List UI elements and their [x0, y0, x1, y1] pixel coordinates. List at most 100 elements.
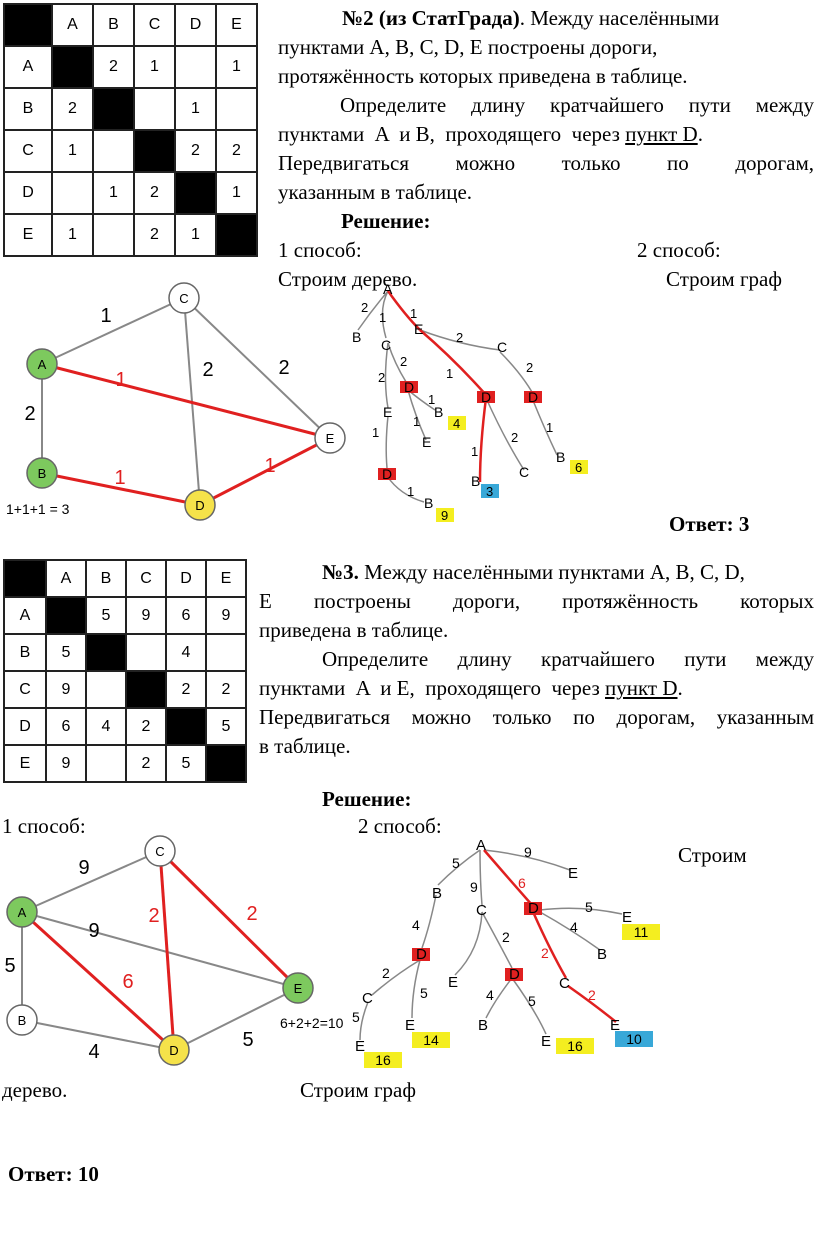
edge-label: 6 [122, 971, 133, 993]
tree-node: B [424, 495, 433, 511]
tree-node: E [568, 865, 578, 882]
tree-node: E [448, 974, 458, 991]
diagonal-cell [85, 633, 127, 672]
p3-question-line: в таблице. [259, 734, 351, 758]
p2-question-line: пунктами A и B, проходящего через пункт … [278, 122, 703, 146]
table-cell [85, 670, 127, 709]
table-cell [205, 633, 247, 672]
edge-label: 1 [115, 369, 126, 391]
table-cell: 9 [125, 596, 167, 635]
graph-node-b [26, 457, 58, 489]
tree-edge [411, 959, 421, 1019]
table-corner [3, 3, 53, 47]
tree-edge [539, 911, 601, 951]
p3-text-line: E построены дороги, протяжённость которы… [259, 589, 814, 613]
tree-weight: 1 [413, 414, 420, 429]
tree-node: D [509, 966, 520, 983]
edge-label: 9 [78, 857, 89, 879]
tree-edge [499, 351, 533, 393]
tree-total: 11 [634, 924, 649, 940]
tree-edge [531, 397, 558, 456]
column-header: D [174, 3, 217, 47]
p2-answer: Ответ: 3 [669, 512, 750, 536]
tree-weight: 2 [511, 430, 518, 445]
column-header: E [215, 3, 258, 47]
p3-way1: 1 способ: [2, 814, 86, 838]
tree-weight: 2 [588, 987, 596, 1003]
tree-weight: 1 [428, 392, 435, 407]
tree-node: C [381, 337, 391, 353]
tree-node: B [597, 946, 607, 963]
tree-weight: 1 [407, 484, 414, 499]
node-label: A [18, 905, 27, 920]
edge-a-c [41, 297, 185, 365]
row-header: C [3, 670, 47, 709]
p2-text-line: пунктами A, B, C, D, E построены дороги, [278, 35, 658, 59]
total-box [481, 484, 499, 498]
edge-label: 9 [88, 920, 99, 942]
tree-edge [385, 415, 389, 469]
tree-d-box [524, 391, 542, 403]
tree-edge [384, 342, 389, 409]
edge-b-d [21, 1019, 175, 1051]
graph-node-a [6, 896, 38, 928]
edge-a-e [41, 362, 331, 440]
tree-node: E [355, 1038, 365, 1055]
diagonal-cell [174, 171, 217, 215]
table-cell: 2 [205, 670, 247, 709]
tree-weight: 1 [546, 420, 553, 435]
tree-edge [359, 1001, 369, 1041]
p2-title: №2 (из СтатГрада). Между населёнными [342, 6, 720, 30]
table-cell: 1 [174, 87, 217, 131]
tree-path-highlight [532, 913, 568, 979]
p2-solution-heading: Решение: [341, 209, 431, 233]
tree-edge [419, 329, 501, 351]
edge-label: 2 [24, 403, 35, 425]
graph-node-d [184, 489, 216, 521]
table-cell: 5 [85, 596, 127, 635]
p3-way2: 2 способ: [358, 814, 442, 838]
tree-total: 14 [423, 1032, 439, 1048]
edge-d-e [199, 436, 331, 507]
table-cell: 4 [85, 707, 127, 746]
tree-edge [539, 907, 623, 915]
tree-weight: 2 [378, 370, 385, 385]
table-cell: 1 [215, 45, 258, 89]
table-cell: 2 [51, 87, 94, 131]
tree-weight: 1 [410, 306, 417, 321]
table-row: C 1 2 2 [3, 129, 258, 173]
edge-a-c [21, 850, 161, 913]
tree-node: D [528, 900, 539, 917]
edge-c-e [183, 297, 331, 439]
node-label: E [326, 431, 335, 446]
node-label: E [294, 981, 303, 996]
tree-weight: 6 [518, 875, 526, 891]
p2-text-line: протяжённость которых приведена в таблиц… [278, 64, 688, 88]
total-box [622, 924, 660, 940]
tree-path-highlight [483, 849, 533, 906]
table-cell: 1 [51, 129, 94, 173]
p3-distance-table: A B C D E A 5 9 6 9 B 5 4 C 9 2 2 D 6 4 … [3, 559, 247, 783]
table-cell: 1 [51, 213, 94, 257]
edge-label: 1 [100, 305, 111, 327]
graph-node-e [314, 422, 346, 454]
tree-path-highlight [386, 290, 421, 331]
p2-way2: 2 способ: [637, 238, 721, 262]
graph-node-e [282, 972, 314, 1004]
tree-node: D [416, 946, 427, 963]
edge-a-d [20, 910, 176, 1052]
tree-node: C [362, 990, 373, 1007]
tree-total: 10 [626, 1031, 642, 1047]
total-box [615, 1031, 653, 1047]
edge-label: 2 [148, 905, 159, 927]
table-cell: 2 [165, 670, 207, 709]
table-cell: 6 [165, 596, 207, 635]
tree-edge [357, 290, 389, 331]
table-cell: 6 [45, 707, 87, 746]
tree-node: C [497, 339, 507, 355]
table-corner [3, 559, 47, 598]
